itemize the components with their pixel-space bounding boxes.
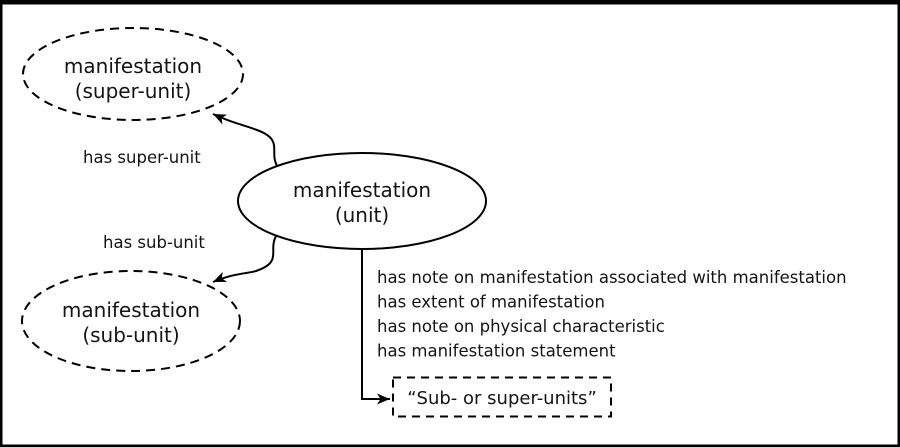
attribute-line: has note on physical characteristic bbox=[377, 317, 665, 336]
unit-label-line2: (unit) bbox=[335, 203, 389, 227]
edge-unit-to-result-box bbox=[361, 249, 390, 405]
sub-unit-label-line2: (sub-unit) bbox=[82, 323, 179, 347]
edge-has-sub-unit-label: has sub-unit bbox=[103, 233, 205, 252]
super-unit-label-line2: (super-unit) bbox=[75, 79, 192, 103]
unit-label-line1: manifestation bbox=[293, 178, 431, 202]
attribute-line: has extent of manifestation bbox=[377, 293, 605, 312]
sub-unit-label-line1: manifestation bbox=[62, 298, 200, 322]
edge-has-sub-unit-arrow bbox=[212, 235, 277, 283]
edge-has-super-unit-arrow bbox=[212, 113, 278, 167]
node-sub-or-super-units-box bbox=[392, 376, 612, 418]
super-unit-label-line1: manifestation bbox=[64, 54, 202, 78]
attribute-line: has manifestation statement bbox=[377, 342, 616, 361]
edge-has-super-unit-label: has super-unit bbox=[83, 148, 201, 167]
attribute-line: has note on manifestation associated wit… bbox=[377, 268, 847, 287]
node-manifestation-sub-unit bbox=[21, 270, 241, 372]
node-manifestation-super-unit bbox=[22, 27, 244, 121]
sub-or-super-units-label: “Sub- or super-units” bbox=[407, 388, 597, 409]
